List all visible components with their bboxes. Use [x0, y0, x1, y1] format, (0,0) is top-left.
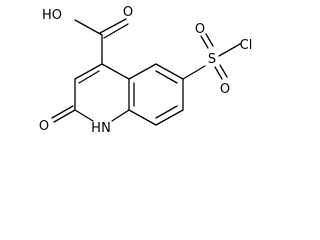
lactam-oxygen-label: O [39, 119, 49, 134]
ring-nh-hydrogen-label: H [91, 121, 101, 136]
bond-s-o-top-b [205, 33, 214, 47]
bond-c4-c3-a [74, 63, 103, 80]
bond-c2-o-b [51, 105, 74, 119]
bond-c4a-c4 [101, 63, 130, 80]
bond-lines [51, 18, 241, 126]
bond-carboxyl-o-double-b [103, 23, 129, 39]
bond-c7-c8-a [155, 109, 184, 126]
bond-c2-n1 [74, 109, 94, 122]
bond-c5-c6-b [155, 70, 178, 84]
bond-c8-c8a [128, 109, 157, 126]
carboxyl-oxygen-label: O [123, 5, 133, 20]
chlorine-label: Cl [240, 38, 253, 53]
sulfonyl-oxygen-bottom-label: O [220, 82, 230, 97]
bond-c4-c3-b [78, 70, 100, 84]
bond-c5-c6-a [155, 63, 184, 80]
bond-c6-s [182, 65, 206, 80]
bond-carboxyl-o-double-a [99, 18, 127, 34]
bond-carboxyl-oh [74, 19, 103, 36]
bond-s-cl [218, 43, 241, 57]
chemical-structure: HO O O S Cl O O H N [39, 5, 252, 136]
carboxyl-hydroxyl-label: HO [42, 8, 62, 23]
bond-c2-o-a [53, 109, 76, 123]
sulfur-label: S [208, 52, 216, 67]
bond-s-o-bottom-b [219, 64, 228, 78]
bond-c7-c8-b [155, 105, 178, 119]
sulfonyl-oxygen-top-label: O [195, 22, 205, 37]
bond-s-o-top-a [200, 35, 209, 49]
atom-labels: HO O O S Cl O O H N [39, 5, 252, 136]
bond-c4a-c5 [128, 63, 157, 80]
bond-n1-c8a [111, 109, 130, 122]
bond-s-o-bottom-a [214, 66, 223, 80]
ring-nitrogen-label: N [101, 121, 111, 136]
